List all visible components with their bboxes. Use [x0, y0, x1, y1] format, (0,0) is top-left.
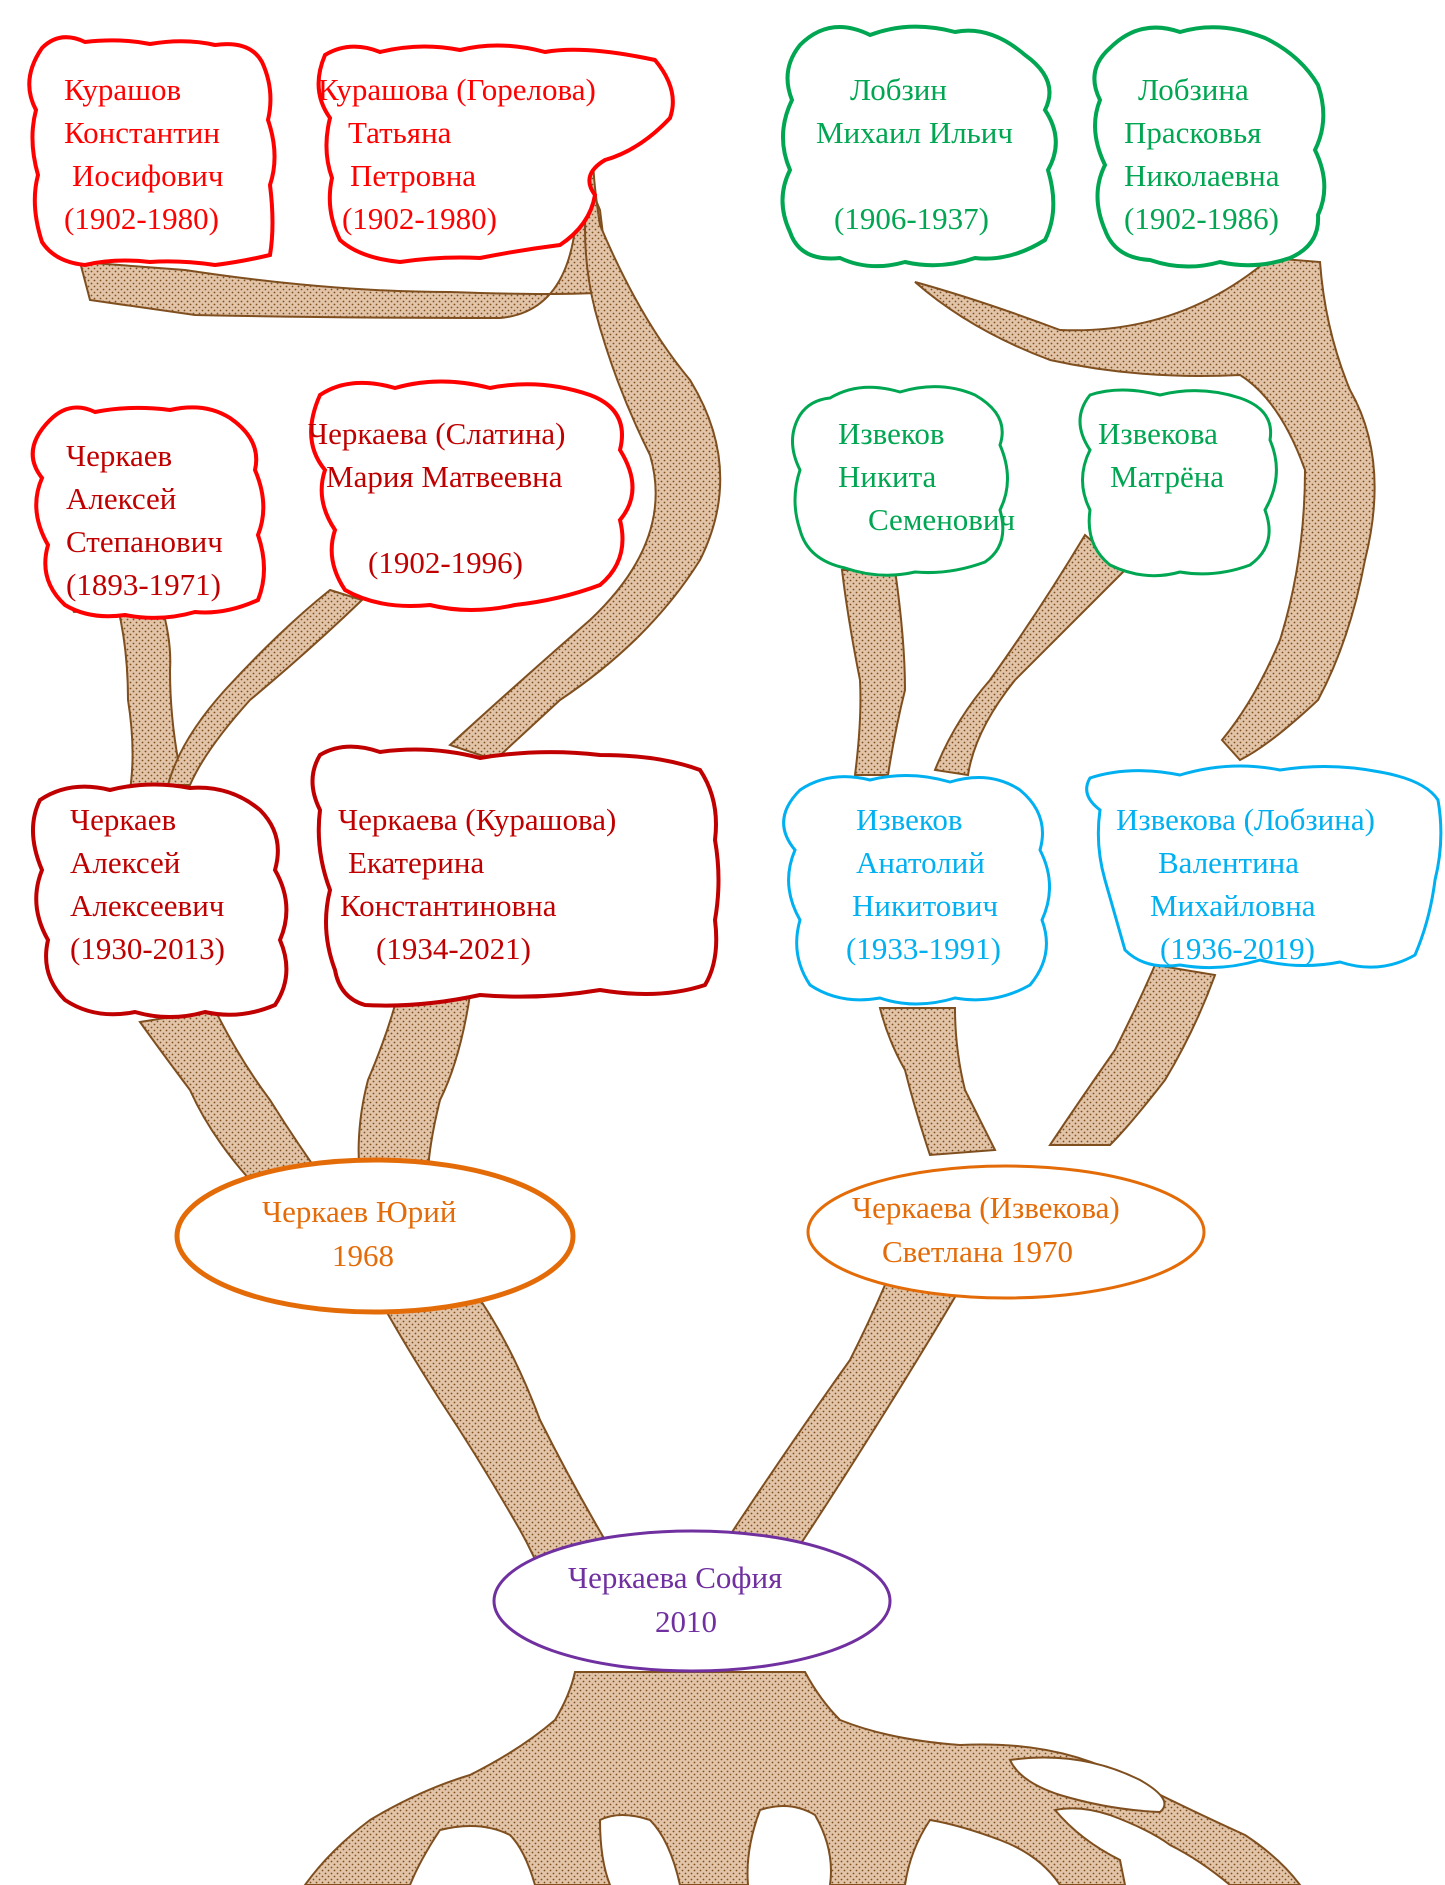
node-kurashova-t-line1: Курашова (Горелова)	[318, 72, 596, 107]
node-lobzin-m-line4: (1906-1937)	[834, 201, 989, 236]
node-lobzin-m: Лобзин Михаил Ильич (1906-1937)	[816, 72, 1013, 236]
node-lobzina-p-line2: Прасковья	[1124, 115, 1261, 150]
branch-izvekova-m-to-anatoly	[933, 533, 1127, 777]
node-cherkaeva-e-line1: Черкаева (Курашова)	[338, 802, 616, 837]
node-cherkaev-aa-frame	[30, 782, 289, 1019]
node-kurashov-k-line4: (1902-1980)	[64, 201, 219, 236]
node-izvekov-n-line3: Семенович	[868, 502, 1015, 537]
node-cherkaeva-m: Черкаева (Слатина) Мария Матвеевна (1902…	[308, 416, 566, 580]
node-cherkaeva-e-line3: Константиновна	[340, 888, 557, 923]
node-kurashov-k-line2: Константин	[64, 115, 220, 150]
branch-cherkaev-as-to-aleksei	[68, 598, 182, 792]
branch-cherkaeva-m-to-aleksei	[166, 588, 364, 786]
node-cherkaev-as: Черкаев Алексей Степанович (1893-1971)	[66, 438, 223, 602]
node-izvekov-n-line2: Никита	[838, 459, 937, 494]
node-lobzina-p-line1: Лобзина	[1138, 72, 1249, 107]
node-kurashova-t-frame	[316, 43, 675, 265]
node-lobzin-m-frame	[780, 24, 1058, 269]
node-lobzina-p: Лобзина Прасковья Николаевна (1902-1986)	[1124, 72, 1280, 236]
node-lobzina-p-line4: (1902-1986)	[1124, 201, 1279, 236]
node-izvekov-a-line3: Никитович	[852, 888, 998, 923]
branch-kurashova-to-ekaterina	[448, 147, 722, 762]
node-cherkaeva-s: Черкаева (Извекова) Светлана 1970	[852, 1190, 1120, 1269]
node-cherkaeva-e-line2: Екатерина	[348, 845, 484, 880]
node-kurashova-t-line3: Петровна	[350, 158, 476, 193]
branch-ekaterina-to-yuri	[357, 993, 472, 1180]
branch-aleksei-to-yuri	[138, 1008, 322, 1182]
node-cherkaev-aa-line4: (1930-2013)	[70, 931, 225, 966]
branch-izvekov-n-to-anatoly	[840, 569, 907, 776]
node-cherkaev-aa-line1: Черкаев	[70, 802, 176, 837]
node-izvekov-a-frame	[782, 774, 1052, 1006]
node-izvekov-a-line1: Извеков	[856, 802, 962, 837]
node-izvekova-v-line2: Валентина	[1158, 845, 1299, 880]
node-kurashova-t-line4: (1902-1980)	[342, 201, 497, 236]
node-izvekova-v: Извекова (Лобзина) Валентина Михайловна …	[1116, 802, 1375, 966]
node-cherkaeva-m-line2: Мария Матвеевна	[326, 459, 563, 494]
node-cherkaev-as-line2: Алексей	[66, 481, 176, 516]
node-cherkaev-aa-line3: Алексеевич	[70, 888, 224, 923]
node-lobzin-m-line1: Лобзин	[850, 72, 947, 107]
node-lobzina-p-line3: Николаевна	[1124, 158, 1280, 193]
node-izvekova-v-line4: (1936-2019)	[1160, 931, 1315, 966]
node-kurashov-k-frame	[27, 35, 277, 268]
node-cherkaev-as-line4: (1893-1971)	[66, 567, 221, 602]
node-cherkaeva-m-line4: (1902-1996)	[368, 545, 523, 580]
node-izvekov-a: Извеков Анатолий Никитович (1933-1991)	[846, 802, 1001, 966]
node-izvekov-n-line1: Извеков	[838, 416, 944, 451]
node-cherkaeva-s-line2: Светлана 1970	[882, 1234, 1073, 1269]
node-cherkaev-as-frame	[30, 405, 266, 620]
root-hole	[1008, 1756, 1166, 1814]
node-izvekova-m: Извекова Матрёна	[1098, 416, 1224, 494]
node-cherkaev-yu-line2: 1968	[332, 1238, 394, 1273]
branch-lobzins-merge	[914, 256, 1376, 762]
node-cherkaeva-sofia-line2: 2010	[655, 1604, 717, 1639]
node-kurashov-k: Курашов Константин Иосифович (1902-1980)	[64, 72, 223, 236]
node-cherkaeva-s-line1: Черкаева (Извекова)	[852, 1190, 1120, 1225]
node-izvekov-n-frame	[791, 385, 1009, 577]
node-cherkaev-yu-frame	[174, 1157, 576, 1315]
node-cherkaeva-sofia-line1: Черкаева София	[568, 1560, 782, 1595]
branch-valentina-to-svetlana	[1048, 963, 1217, 1146]
node-cherkaeva-m-frame	[309, 379, 635, 612]
node-cherkaeva-e-line4: (1934-2021)	[376, 931, 531, 966]
node-cherkaev-yu: Черкаев Юрий 1968	[262, 1194, 456, 1273]
node-izvekova-m-frame	[1078, 388, 1278, 578]
node-izvekov-a-line4: (1933-1991)	[846, 931, 1001, 966]
node-lobzin-m-line2: Михаил Ильич	[816, 115, 1013, 150]
node-kurashova-t-line2: Татьяна	[348, 115, 452, 150]
node-cherkaev-aa: Черкаев Алексей Алексеевич (1930-2013)	[70, 802, 225, 966]
node-cherkaev-aa-line2: Алексей	[70, 845, 180, 880]
node-cherkaev-as-line3: Степанович	[66, 524, 223, 559]
node-izvekova-m-line2: Матрёна	[1110, 459, 1224, 494]
node-cherkaeva-sofia: Черкаева София 2010	[568, 1560, 782, 1639]
node-cherkaeva-e-frame	[310, 744, 721, 1008]
node-izvekov-a-line2: Анатолий	[856, 845, 985, 880]
node-cherkaev-as-line1: Черкаев	[66, 438, 172, 473]
node-izvekov-n: Извеков Никита Семенович	[838, 416, 1015, 537]
node-izvekova-v-line3: Михайловна	[1150, 888, 1316, 923]
node-cherkaeva-m-line1: Черкаева (Слатина)	[308, 416, 566, 451]
node-cherkaeva-s-frame	[806, 1164, 1206, 1300]
node-kurashova-t: Курашова (Горелова) Татьяна Петровна (19…	[318, 72, 596, 236]
tree-roots	[303, 1671, 1302, 1885]
node-kurashov-k-line3: Иосифович	[72, 158, 223, 193]
node-izvekova-v-line1: Извекова (Лобзина)	[1116, 802, 1375, 837]
node-kurashov-k-line1: Курашов	[64, 72, 181, 107]
node-cherkaeva-sofia-frame	[492, 1529, 892, 1673]
node-lobzina-p-frame	[1092, 25, 1327, 269]
node-izvekova-v-frame	[1085, 764, 1443, 970]
branch-anatoly-to-svetlana	[878, 1007, 997, 1157]
node-izvekova-m-line1: Извекова	[1098, 416, 1218, 451]
node-cherkaev-yu-line1: Черкаев Юрий	[262, 1194, 456, 1229]
node-cherkaeva-e: Черкаева (Курашова) Екатерина Константин…	[338, 802, 616, 966]
